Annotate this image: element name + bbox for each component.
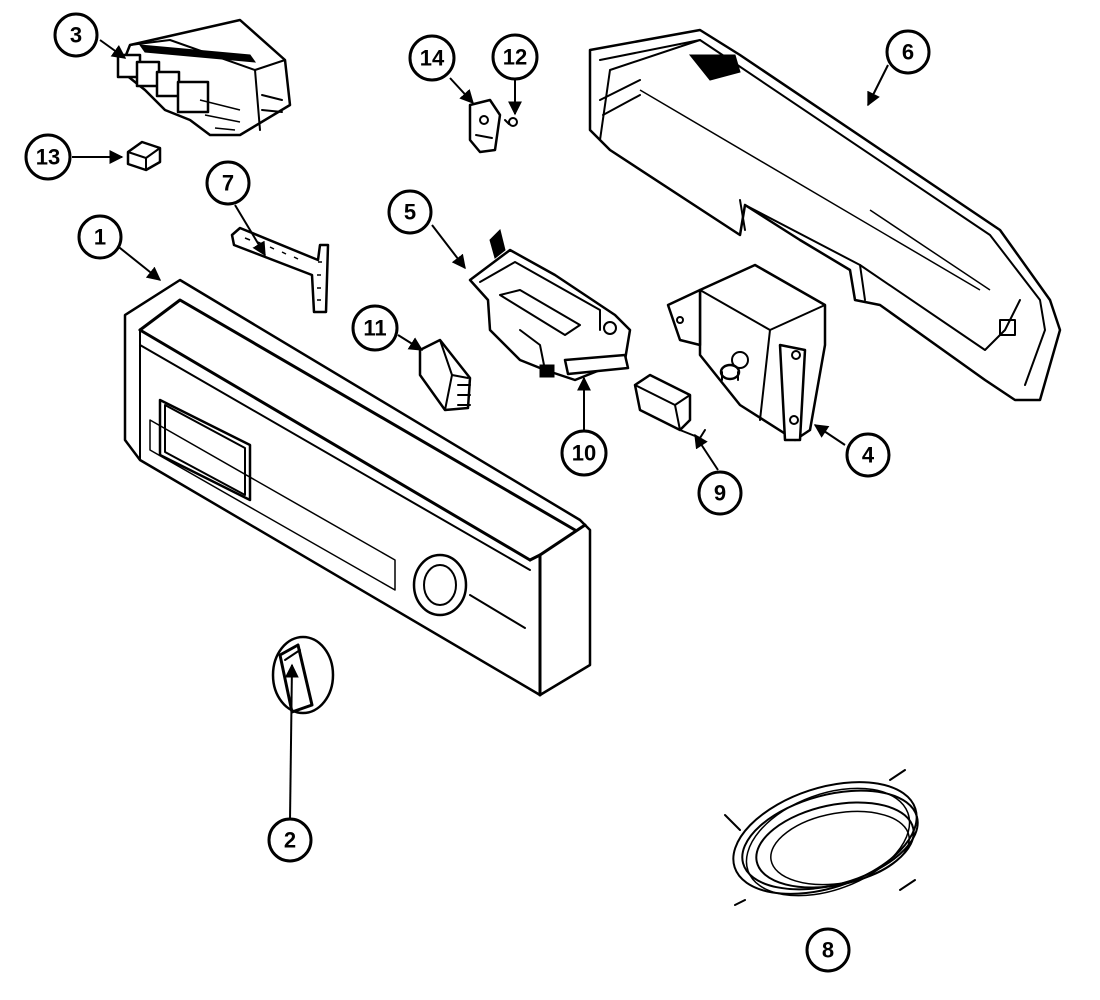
part-wire-harness (724, 769, 919, 906)
callout-label: 14 (420, 46, 445, 71)
callout-label: 7 (222, 171, 234, 196)
part-control-panel (123, 278, 592, 697)
part-l-bracket (230, 226, 330, 314)
part-screw (504, 117, 518, 127)
callout-13: 13 (24, 133, 72, 181)
callout-14: 14 (408, 34, 456, 82)
part-micro-switch (633, 373, 706, 439)
callout-8: 8 (805, 927, 851, 973)
callout-label: 12 (503, 45, 527, 70)
callout-label: 2 (284, 828, 296, 853)
callout-label: 9 (714, 481, 726, 506)
part-knob (271, 635, 335, 715)
part-timer (666, 263, 827, 442)
callout-2: 2 (267, 817, 313, 863)
callout-label: 10 (572, 441, 596, 466)
part-bracket-clip (468, 98, 502, 154)
leader-lines (72, 39, 889, 821)
part-latch-rod (563, 353, 630, 376)
callout-label: 8 (822, 938, 834, 963)
callout-11: 11 (351, 304, 399, 352)
callout-label: 4 (862, 443, 875, 468)
part-connector (418, 338, 472, 412)
callout-label: 5 (404, 200, 416, 225)
callout-10: 10 (560, 429, 608, 477)
callout-5: 5 (387, 189, 433, 235)
callout-label: 3 (70, 23, 82, 48)
callout-label: 1 (94, 225, 106, 250)
callout-1: 1 (77, 214, 123, 260)
callout-7: 7 (205, 160, 251, 206)
callout-4: 4 (845, 432, 891, 478)
callout-6: 6 (885, 29, 931, 75)
callout-12: 12 (491, 33, 539, 81)
callout-3: 3 (53, 12, 99, 58)
part-rear-housing-cover (588, 28, 1062, 402)
part-switch-block (116, 18, 292, 137)
callout-9: 9 (697, 470, 743, 516)
callout-label: 13 (36, 145, 60, 170)
callout-label: 11 (363, 316, 386, 341)
part-small-cube (126, 140, 162, 172)
callout-label: 6 (902, 40, 914, 65)
